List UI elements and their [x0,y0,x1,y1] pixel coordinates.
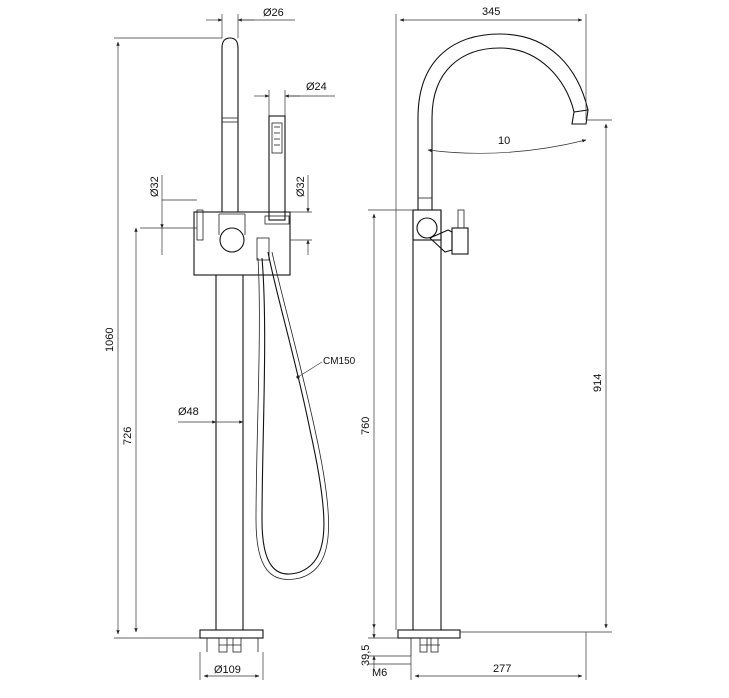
label-1060: 1060 [104,328,116,352]
lever-front [196,209,204,241]
dim-914: 914 [460,119,612,633]
lever-side [457,209,465,229]
label-cm150: CM150 [323,356,356,367]
column-front [215,275,244,630]
label-914: 914 [592,374,604,392]
dim-345: 345 [395,6,587,630]
label-d32-right: Ø32 [295,176,307,197]
dim-d24: Ø24 [254,81,335,116]
front-view: Ø26 Ø24 Ø32 Ø32 [104,7,356,680]
label-d24: Ø24 [306,81,327,93]
top-stem-front [221,37,239,212]
mixer-body-side [412,209,442,241]
dim-760: 760 [360,209,413,629]
dim-d109: Ø109 [199,652,264,680]
label-277: 277 [493,663,511,675]
label-39-5: 39,5 [360,645,372,666]
label-d26: Ø26 [263,7,284,19]
dim-1060: 1060 [104,37,222,639]
dim-m6: M6 [368,663,411,679]
label-d32-left: Ø32 [149,176,161,197]
dim-d48: Ø48 [178,406,244,424]
dim-726: 726 [122,227,138,633]
spout-gooseneck [417,33,589,210]
column-side [412,210,442,630]
label-d48: Ø48 [178,406,199,418]
dim-d32-right: Ø32 [290,175,312,255]
handle-knob-side [416,217,438,239]
hand-shower [264,115,290,225]
label-760: 760 [360,417,372,435]
base-side [397,629,461,656]
dim-277: 277 [410,632,587,680]
lever-cap-side [451,227,469,255]
label-345: 345 [482,6,500,18]
dim-39-5: 39,5 [360,626,411,668]
label-d109: Ø109 [214,664,241,676]
side-view: 345 10 914 760 39,5 [360,6,612,680]
label-726: 726 [122,427,134,445]
label-hose: CM150 [296,356,356,379]
dim-d26: Ø26 [206,7,295,38]
label-10: 10 [498,135,510,147]
base-front [199,629,264,653]
dim-d32-left: Ø32 [140,175,197,255]
shower-hose [255,251,330,580]
dim-10: 10 [427,135,587,154]
handle-knob-front [219,227,245,253]
label-m6: M6 [372,667,387,679]
hose-connector [256,237,270,261]
mixer-body-front [193,211,291,276]
